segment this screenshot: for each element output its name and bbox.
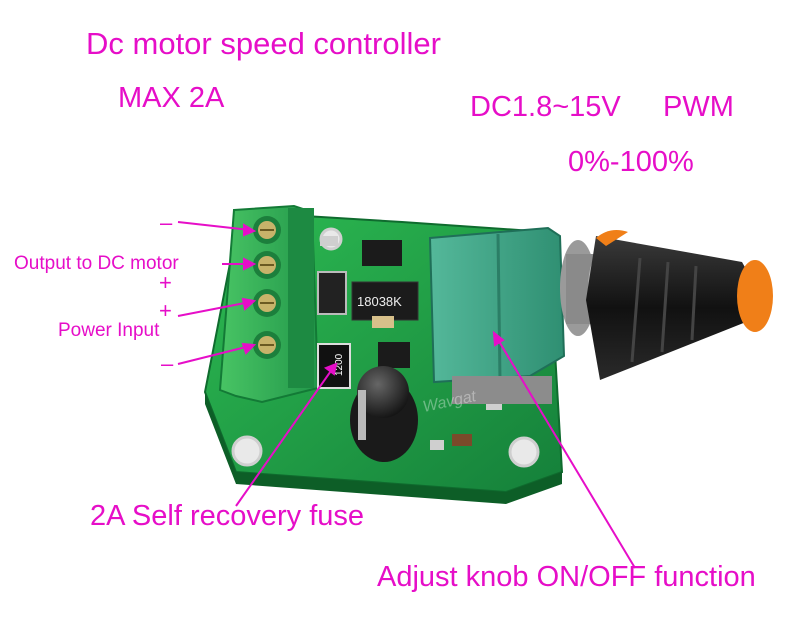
duty-range-label: 0%-100% [568, 146, 694, 178]
power-minus-sign: – [161, 351, 174, 376]
output-label: Output to DC motor [14, 253, 179, 274]
pwm-chip [351, 281, 419, 321]
power-input-label: Power Input [58, 320, 160, 341]
power-plus-sign: + [159, 298, 172, 323]
output-minus-sign: – [160, 210, 173, 235]
title-label: Dc motor speed controller [86, 26, 441, 61]
potentiometer [428, 226, 566, 404]
fuse-label: 2A Self recovery fuse [90, 500, 365, 532]
small-mosfet [378, 342, 410, 368]
screw-terminal-block [218, 204, 320, 404]
capacitor [350, 366, 418, 462]
knob-label: Adjust knob ON/OFF function [377, 561, 756, 593]
terminal-screws [253, 216, 281, 359]
smd-parts [320, 236, 502, 450]
chip-marking: 18038K [357, 294, 402, 309]
knob-orange-cap [737, 260, 773, 332]
output-plus-sign: + [159, 270, 172, 295]
max-current-label: MAX 2A [118, 82, 225, 114]
pwm-label: PWM [663, 91, 734, 123]
voltage-range-label: DC1.8~15V [470, 91, 621, 123]
fuse-code-text: 1200 [334, 353, 345, 376]
knob [586, 230, 773, 380]
small-regulator [362, 240, 402, 266]
smd-diode [317, 271, 347, 315]
